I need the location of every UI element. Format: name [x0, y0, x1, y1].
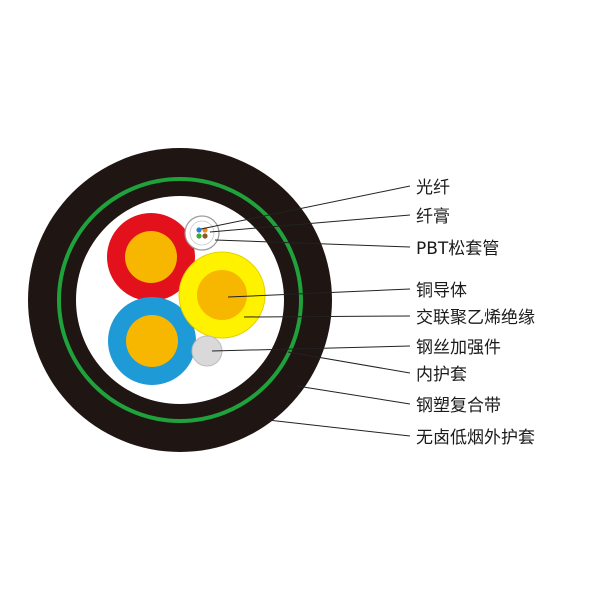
- fiber-green: [196, 233, 202, 239]
- fiber-brown: [202, 233, 208, 239]
- blue-core-copper: [126, 315, 178, 367]
- fiber-blue: [196, 227, 202, 233]
- steel-plastic-tape-ring: [57, 177, 303, 423]
- leader-line-steel-wire: [211, 345, 411, 352]
- red-core-copper: [125, 231, 177, 283]
- yellow-core-copper: [197, 270, 247, 320]
- labels: 光纤 纤膏 PBT松套管 铜导体 交联聚乙烯绝缘 钢丝加强件 内护套 钢塑复合带…: [416, 178, 535, 448]
- label-lszh-outer-sheath: 无卤低烟外护套: [416, 428, 535, 448]
- blue-core: [108, 297, 196, 385]
- leader-line-outer-sheath: [267, 419, 411, 437]
- leader-line-fiber: [200, 185, 411, 230]
- leader-line-xlpe-insulation: [243, 315, 411, 318]
- label-inner-sheath: 内护套: [416, 365, 467, 385]
- pbt-loose-tube: [184, 215, 220, 251]
- label-steel-plastic-tape: 钢塑复合带: [416, 396, 501, 416]
- fiber-gel: [189, 220, 215, 246]
- leader-lines: [200, 185, 411, 437]
- leader-line-copper-conductor: [227, 288, 411, 298]
- leader-line-steel-tape: [296, 385, 411, 405]
- yellow-core: [178, 251, 266, 339]
- label-pbt-tube: PBT松套管: [416, 239, 499, 259]
- leader-line-pbt-tube: [214, 239, 411, 248]
- label-xlpe-insulation: 交联聚乙烯绝缘: [416, 308, 535, 328]
- label-copper-conductor: 铜导体: [416, 281, 467, 301]
- label-fiber-gel: 纤膏: [416, 206, 450, 227]
- label-fiber: 光纤: [416, 178, 450, 198]
- leader-line-inner-sheath: [287, 351, 411, 374]
- red-core: [107, 213, 195, 301]
- cable-cross-section: [28, 148, 332, 452]
- leader-line-fiber-gel: [209, 214, 411, 233]
- label-steel-wire-strength: 钢丝加强件: [416, 338, 501, 358]
